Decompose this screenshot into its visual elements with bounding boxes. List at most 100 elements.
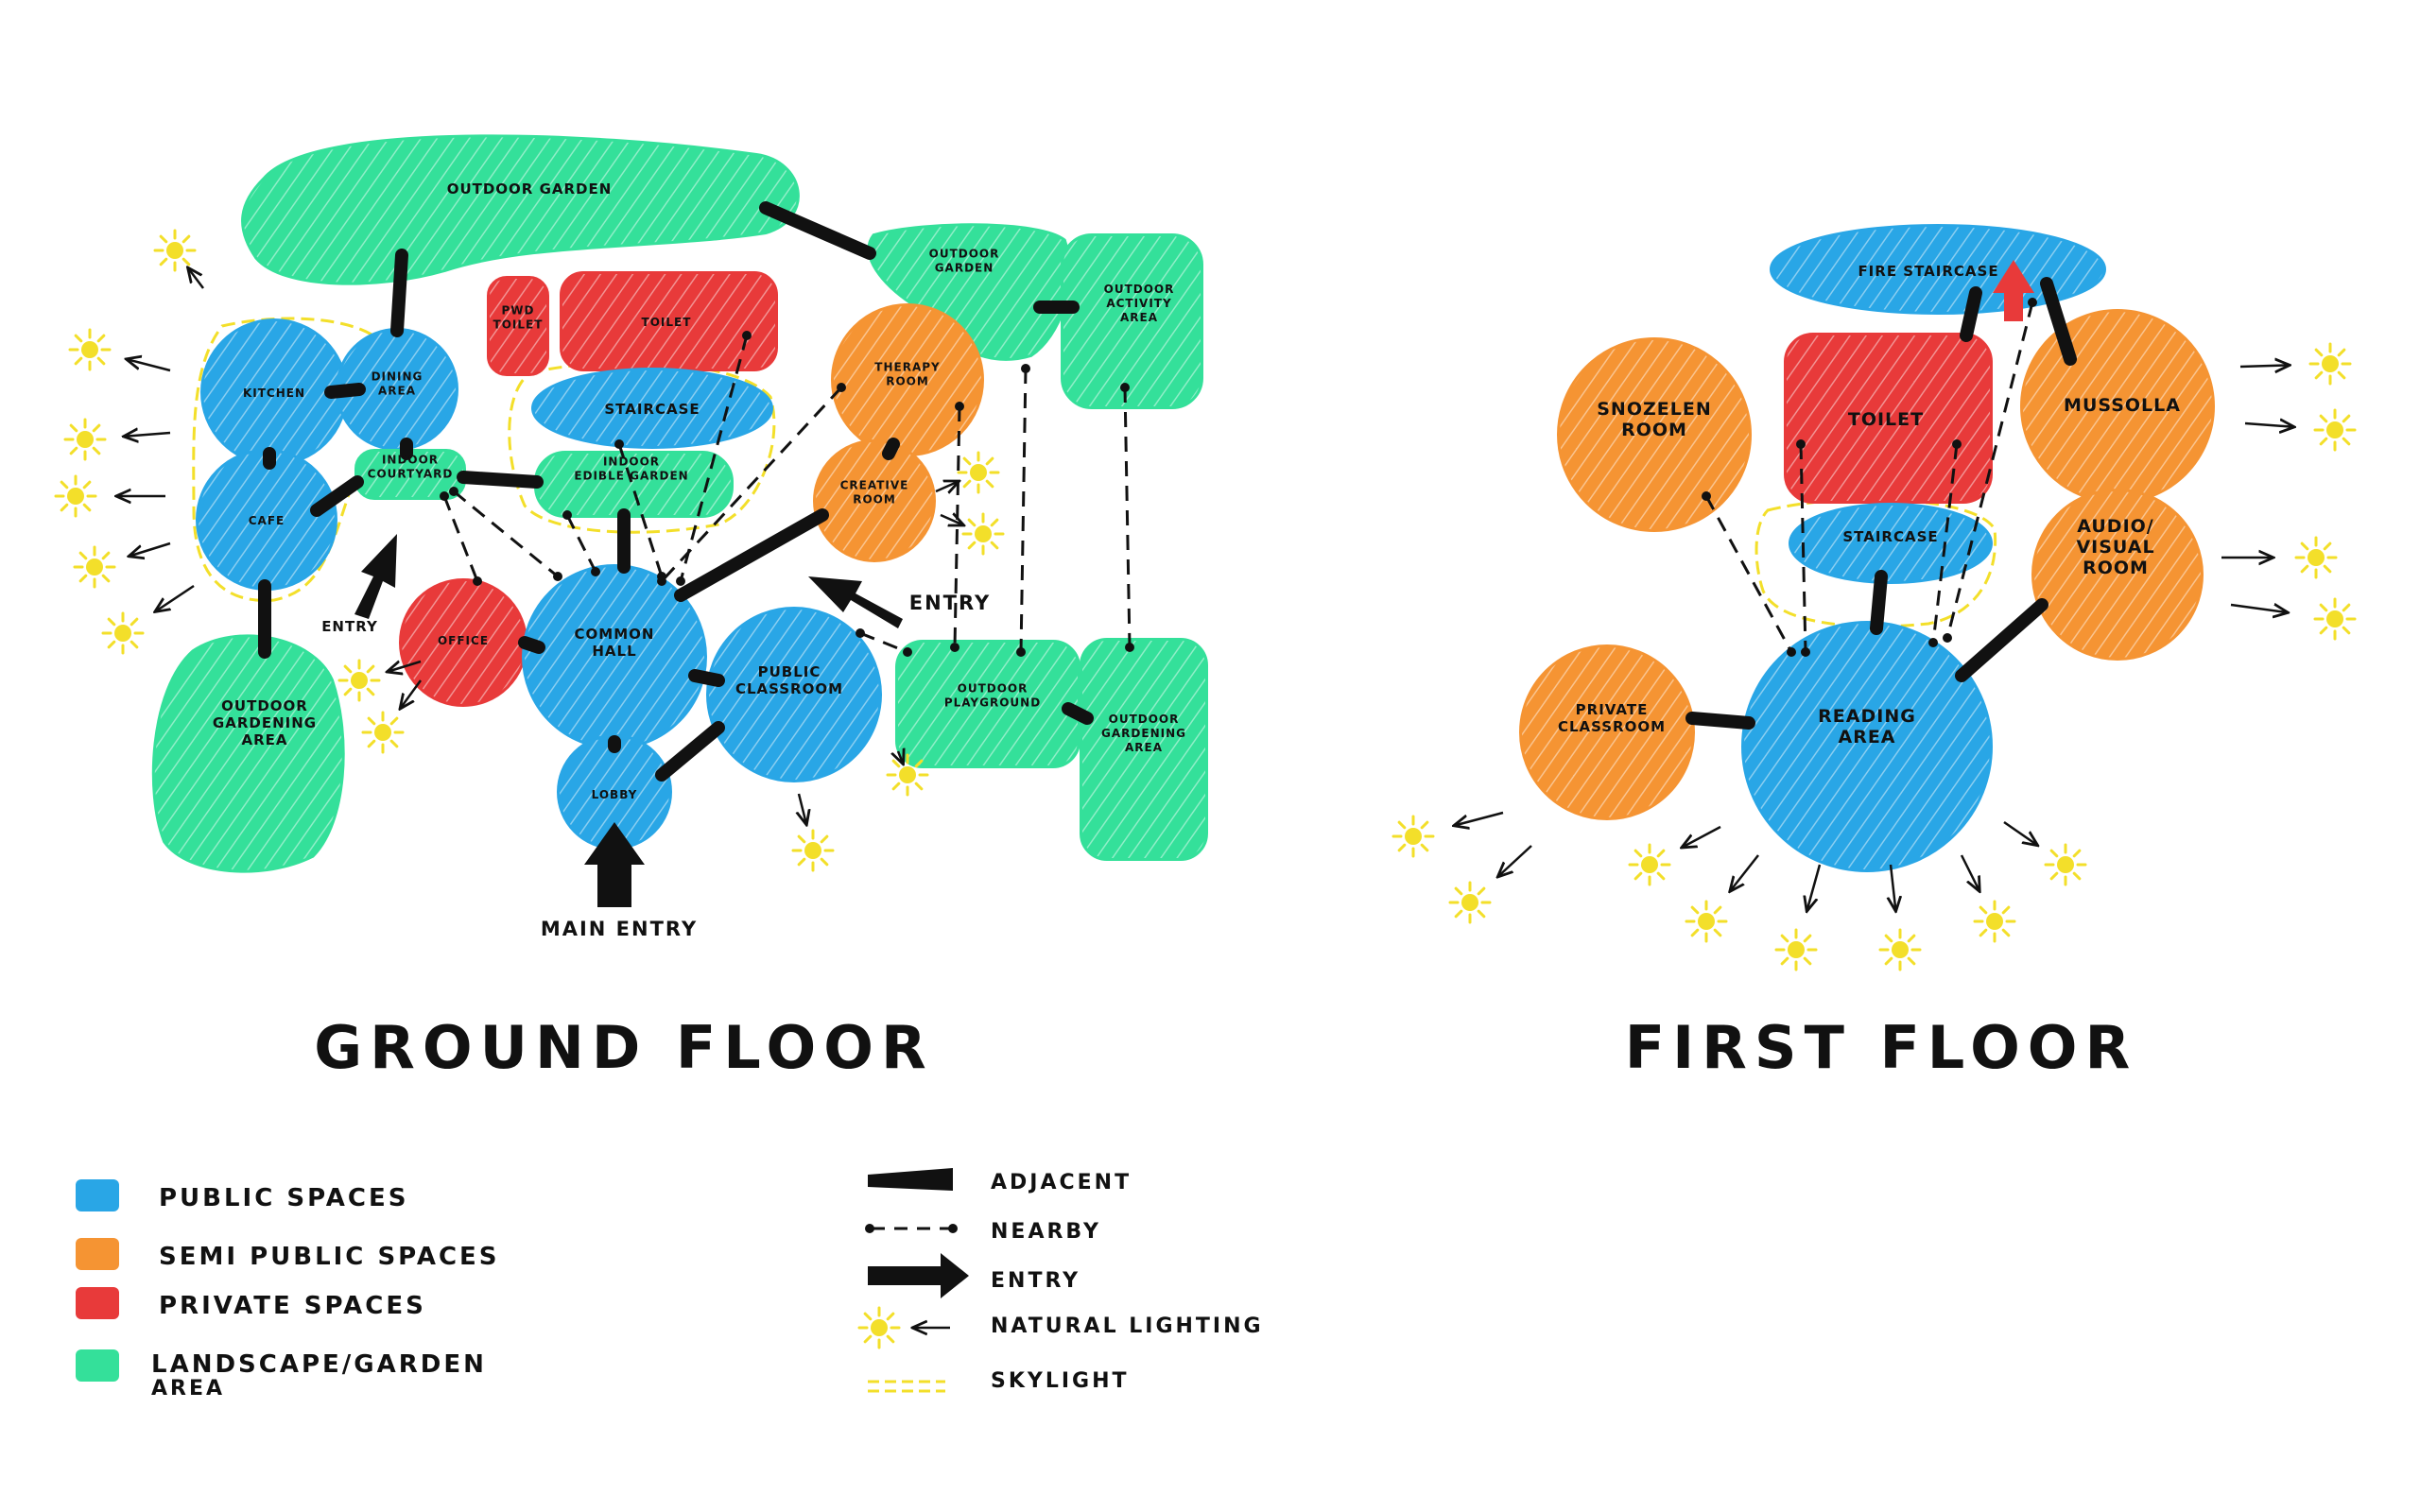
natural-light-sun-7-core	[374, 724, 391, 741]
legend-nearby-dot-b	[948, 1224, 958, 1233]
natural-light-sun-14-ray-5	[1634, 849, 1643, 858]
natural-light-sun-22-core	[2308, 549, 2325, 566]
natural-light-sun-8-ray-3	[962, 479, 972, 489]
ground-public-classroom-hatch	[709, 610, 879, 780]
natural-light-sun-8-ray-1	[985, 479, 994, 489]
legend-label-landscape: LANDSCAPE/GARDEN	[151, 1350, 487, 1379]
natural-light-sun-8-ray-5	[962, 456, 972, 466]
natural-light-sun-13-ray-3	[1454, 909, 1463, 919]
natural-light-sun-1-ray-1	[96, 356, 106, 366]
natural-light-sun-14-ray-7	[1656, 849, 1666, 858]
natural-light-arrow-8	[935, 481, 959, 491]
ground-near-staircase-hall-dot-a	[614, 439, 624, 449]
first-near-fire-reading-dot-a	[2028, 298, 2037, 307]
ground-adj-cafe-courtyard	[310, 475, 364, 517]
first-staircase-bubble	[1789, 503, 1993, 584]
ground-public-classroom-label-0: PUBLIC	[758, 663, 821, 680]
natural-light-sun-11-core	[804, 842, 821, 859]
ground-near-activity-gardening	[1123, 387, 1132, 648]
natural-light-sun-0-core	[166, 242, 183, 259]
natural-light-arrow-12	[1454, 811, 1504, 826]
ground-kitchen-hatch	[203, 321, 345, 463]
natural-light-sun-18-ray-1	[2001, 928, 2011, 937]
natural-light-sun-14-ray-3	[1634, 871, 1643, 881]
natural-light-arrow-7	[400, 679, 423, 709]
natural-light-sun-21	[2313, 408, 2357, 452]
natural-light-sun-6-ray-1	[366, 687, 375, 696]
first-near-toilet-reading-b-dot-a	[1952, 439, 1962, 449]
first-private-classroom-hatch	[1522, 647, 1692, 817]
first-entry-arrow-red	[1993, 260, 2034, 321]
ground-near-therapy-hall-dot-a	[837, 383, 846, 392]
natural-light-sun-0	[153, 229, 197, 272]
first-near-toilet-reading-dot-a	[1796, 439, 1806, 449]
ground-common-hall-label-1: HALL	[592, 643, 636, 660]
natural-light-sun-7-ray-3	[367, 739, 376, 748]
first-audio-visual-hatch	[2034, 491, 2201, 658]
first-reading-label-0: READING	[1818, 706, 1916, 727]
ground-floor-title: GROUND FLOOR	[314, 1013, 933, 1082]
natural-light-sun-3-core	[67, 488, 84, 505]
natural-light-sun-8-ray-7	[985, 456, 994, 466]
natural-light-sun-16	[1774, 928, 1818, 971]
natural-light-sun-1-ray-5	[74, 334, 83, 343]
natural-light-sun-17-ray-7	[1907, 934, 1916, 943]
ground-outdoor-gardening-right-hatch	[1082, 641, 1205, 858]
ground-outdoor-garden-small-label-0: OUTDOOR	[929, 248, 1000, 261]
natural-light-arrow-9	[940, 515, 964, 525]
natural-light-arrow-14	[1682, 825, 1721, 848]
natural-light-arrow-1	[126, 359, 171, 372]
ground-near-therapy-hall-dot-b	[657, 576, 666, 586]
ground-outdoor-garden-small-hatch	[870, 226, 1069, 358]
natural-light-sun-18-core	[1986, 913, 2003, 930]
first-private-classroom-label-1: CLASSROOM	[1558, 718, 1666, 735]
natural-light-sun-7-ray-7	[389, 716, 399, 726]
ground-outdoor-gardening-left-hatch	[154, 637, 342, 870]
ground-dining-label-1: AREA	[378, 385, 416, 398]
legend: PUBLIC SPACES SEMI PUBLIC SPACES PRIVATE…	[76, 1168, 1261, 1400]
ground-adj-kitchen-dining	[324, 383, 366, 399]
first-staircase-label-0: STAIRCASE	[1842, 528, 1938, 545]
natural-light-sun-21-ray-3	[2319, 437, 2328, 446]
ground-near-courtyard-office-dot-a	[440, 491, 449, 501]
entry-label-left: ENTRY	[321, 618, 378, 635]
relationship-links	[258, 201, 2077, 907]
ground-near-therapy-hall	[660, 386, 843, 583]
ground-office-label-0: OFFICE	[438, 634, 489, 647]
natural-light-sun-21-ray-1	[2342, 437, 2351, 446]
natural-light-arrow-21	[2244, 423, 2294, 427]
first-toilet-bubble	[1784, 333, 1993, 504]
ground-edible-garden-hatch	[537, 454, 731, 515]
first-audio-visual-label-1: VISUAL	[2076, 537, 2154, 558]
natural-light-sun-18-ray-7	[2001, 905, 2011, 915]
ground-office-bubble	[399, 578, 527, 707]
natural-light-sun-5-ray-5	[107, 617, 116, 627]
natural-light-arrow-20	[2239, 365, 2290, 367]
natural-light-sun-19-core	[2057, 856, 2074, 873]
legend-swatch-landscape	[76, 1349, 119, 1382]
first-toilet-label-0: TOILET	[1848, 409, 1924, 430]
ground-outdoor-playground-label-0: OUTDOOR	[958, 682, 1028, 696]
natural-light-sun-2-core	[77, 431, 94, 448]
natural-light-sun-19-ray-1	[2072, 871, 2082, 881]
ground-outdoor-gardening-left-bubble	[151, 634, 345, 873]
natural-light-sun-11-ray-1	[820, 857, 829, 867]
ground-common-hall-label-0: COMMON	[575, 626, 655, 643]
natural-light-sun-12-core	[1405, 828, 1422, 845]
natural-light-sun-7-ray-1	[389, 739, 399, 748]
natural-light-sun-16-ray-5	[1780, 934, 1789, 943]
ground-entry-arrow-left	[354, 534, 397, 619]
legend-sun-core	[871, 1319, 888, 1336]
natural-light-sun-6-core	[351, 672, 368, 689]
first-adj-audio-reading	[1955, 598, 2048, 682]
natural-light-sun-21-core	[2326, 421, 2343, 438]
natural-light-sun-14-core	[1641, 856, 1658, 873]
natural-light-sun-10	[886, 753, 929, 797]
ground-outdoor-activity-label-2: AREA	[1120, 311, 1158, 324]
ground-near-toilet-hall-dot-b	[676, 576, 685, 586]
ground-toilet-bubble	[560, 271, 778, 371]
natural-light-sun-15	[1685, 900, 1728, 943]
legend-label-public: PUBLIC SPACES	[159, 1184, 408, 1212]
natural-light-sun-8-core	[970, 464, 987, 481]
legend-sun-ray-7	[886, 1312, 895, 1321]
